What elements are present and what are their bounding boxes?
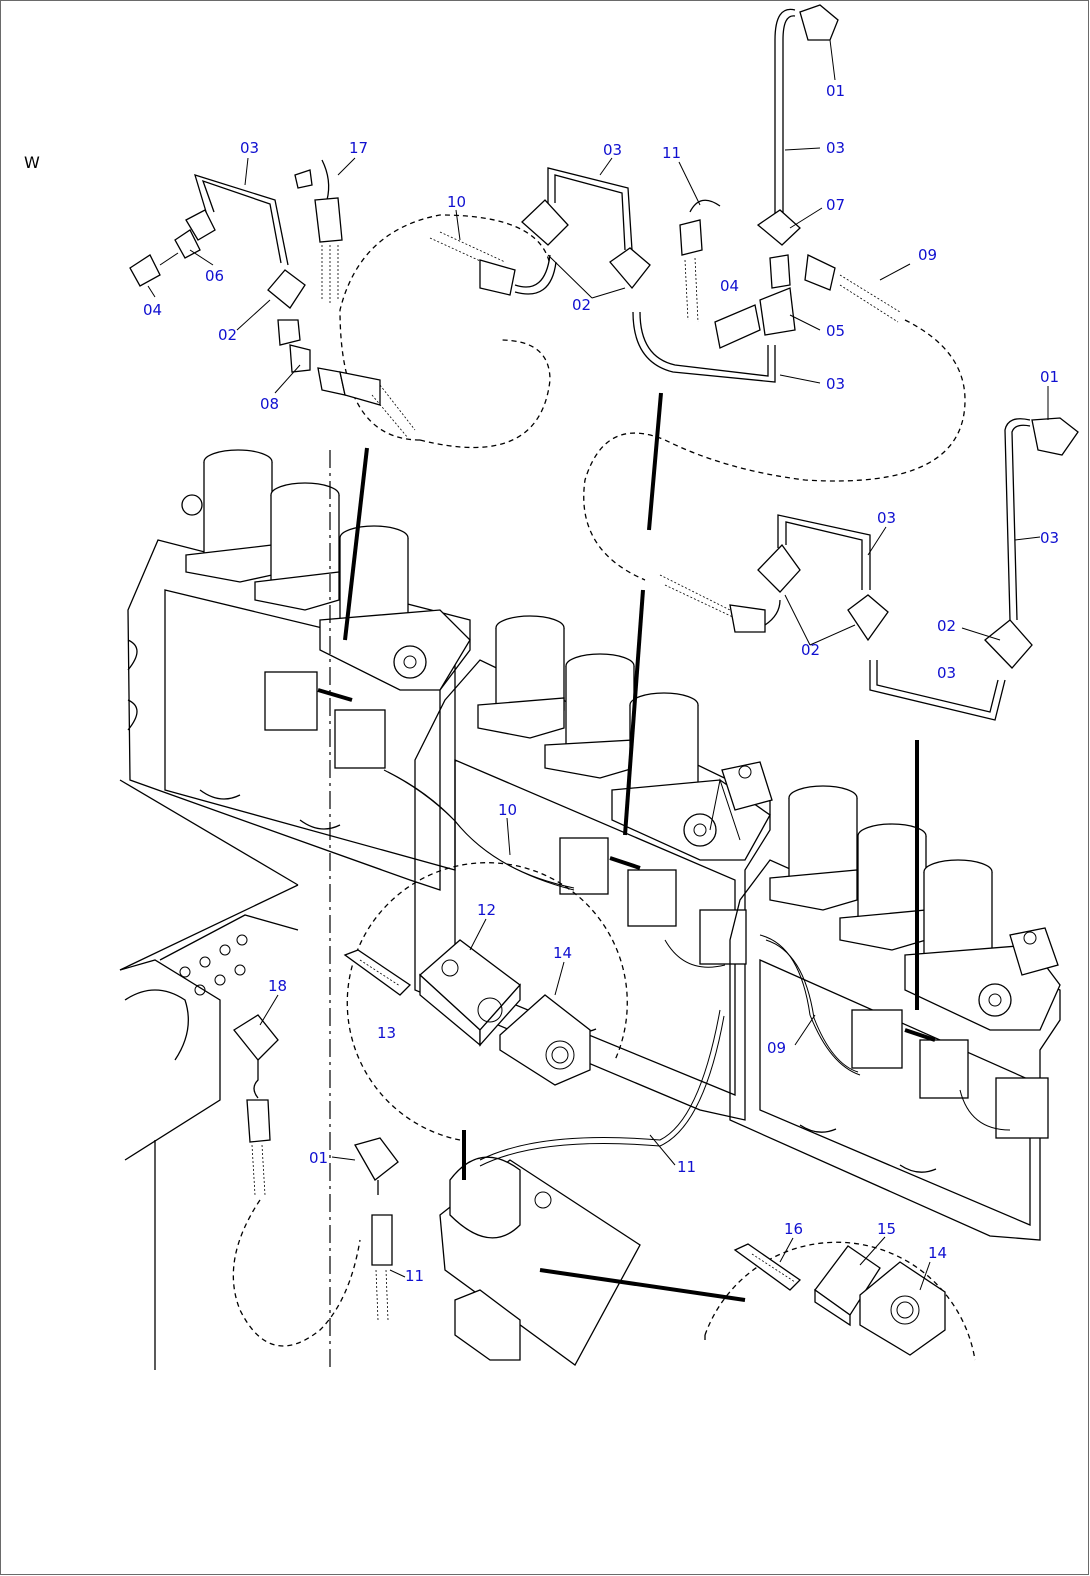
callout-label: 02	[937, 617, 956, 635]
callout-label: 12	[477, 901, 496, 919]
callout-label: 15	[877, 1220, 896, 1238]
callout-label: 02	[572, 296, 591, 314]
callout-label: 03	[826, 139, 845, 157]
fitting-chain-lower-left	[233, 1014, 399, 1321]
callout-label: 04	[143, 301, 162, 319]
callout-label: 03	[877, 509, 896, 527]
callout-label: 01	[826, 82, 845, 100]
callout-label: 11	[662, 144, 681, 162]
valve-bank-3	[729, 785, 1061, 1241]
valve-bank-1	[127, 449, 471, 891]
detail-circle-valve-plate	[704, 1241, 976, 1361]
callout-label: 07	[826, 196, 845, 214]
callout-label: 02	[801, 641, 820, 659]
callout-label: 01	[1040, 368, 1059, 386]
callout-leader-lines	[147, 39, 1049, 1291]
callout-label: 03	[1040, 529, 1059, 547]
detail-circle-valve-coil	[343, 862, 628, 1141]
callout-label: 09	[918, 246, 937, 264]
hose-runs	[383, 769, 1011, 1167]
callout-label: 05	[826, 322, 845, 340]
callout-label: 10	[498, 801, 517, 819]
piping-group-top-left	[129, 159, 416, 641]
callout-labels: 01 03 11 07 09 04 05 03 03 10 02 03 17 0…	[143, 82, 1059, 1285]
piping-group-mid-right	[659, 417, 1079, 1010]
base-block	[119, 779, 299, 1370]
callout-label: 01	[309, 1149, 328, 1167]
callout-label: 09	[767, 1039, 786, 1057]
callout-label: 03	[240, 139, 259, 157]
callout-label: 16	[784, 1220, 803, 1238]
callout-label: 03	[937, 664, 956, 682]
piping-group-top-center	[429, 167, 776, 836]
view-letter-label: W	[24, 153, 40, 172]
callout-label: 08	[260, 395, 279, 413]
solenoid-block	[439, 1130, 746, 1366]
callout-label: 14	[553, 944, 572, 962]
pilot-line-paths	[232, 214, 966, 1370]
callout-label: 18	[268, 977, 287, 995]
callout-label: 10	[447, 193, 466, 211]
callout-label: 11	[677, 1158, 696, 1176]
callout-label: 04	[720, 277, 739, 295]
callout-label: 13	[377, 1024, 396, 1042]
piping-group-top-right	[679, 4, 901, 349]
callout-label: 03	[826, 375, 845, 393]
callout-label: 03	[603, 141, 622, 159]
callout-label: 11	[405, 1267, 424, 1285]
callout-label: 02	[218, 326, 237, 344]
callout-label: 14	[928, 1244, 947, 1262]
callout-label: 17	[349, 139, 368, 157]
callout-label: 06	[205, 267, 224, 285]
valve-bank-2	[414, 615, 773, 1121]
